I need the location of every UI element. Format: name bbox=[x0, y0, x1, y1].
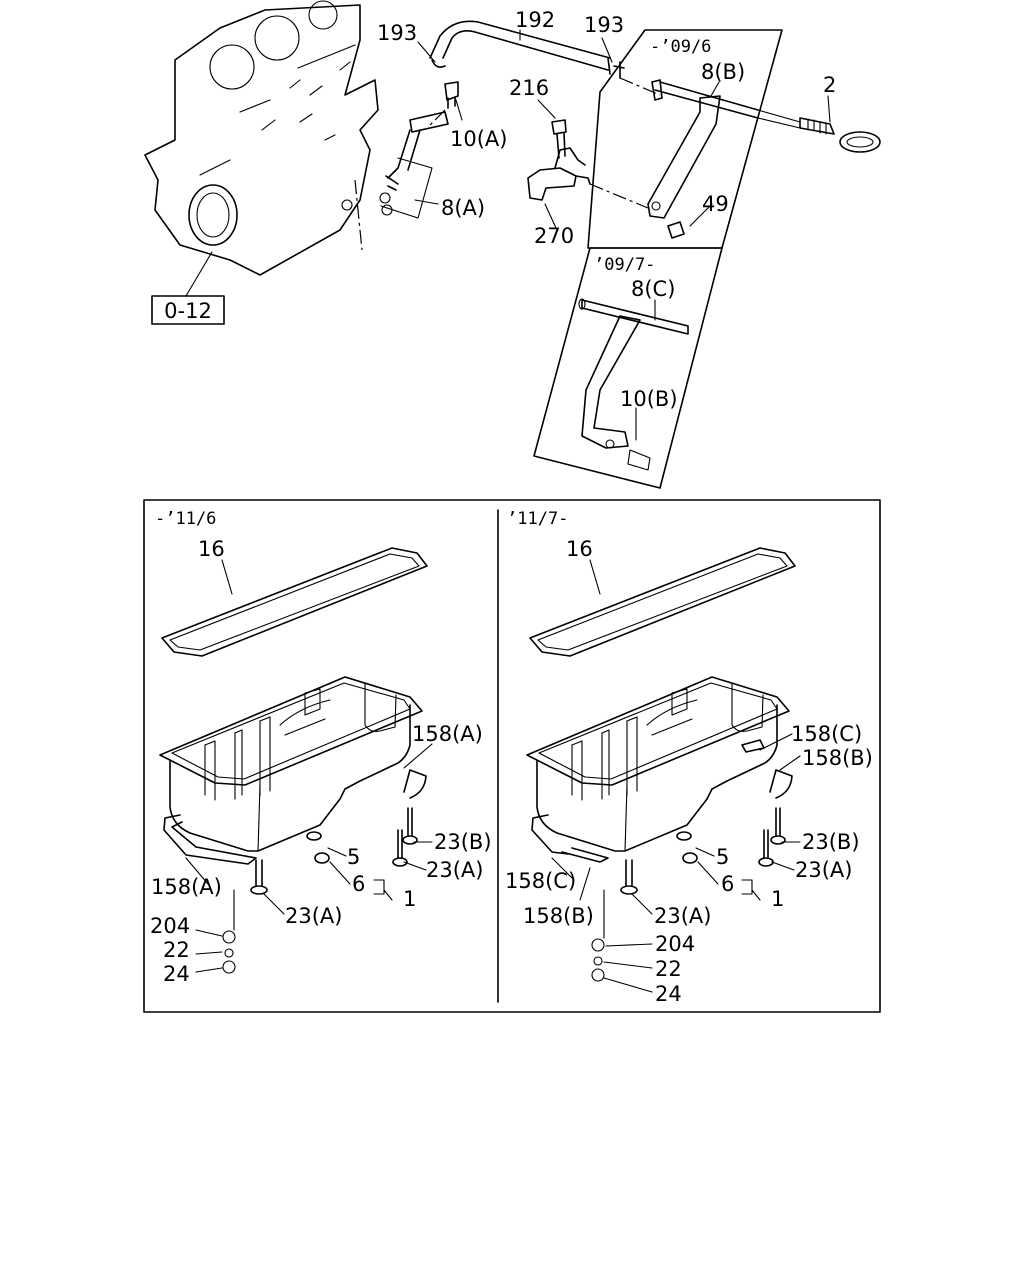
variant-early-frame bbox=[587, 29, 783, 249]
right-label-158c-top[interactable]: 158(C) bbox=[791, 722, 862, 746]
right-label-23a-right[interactable]: 23(A) bbox=[795, 858, 852, 882]
ref-box-frame bbox=[151, 295, 225, 325]
left-label-16[interactable]: 16 bbox=[198, 537, 225, 561]
right-label-23a-bottom[interactable]: 23(A) bbox=[654, 904, 711, 928]
right-gasket-16 bbox=[529, 547, 796, 657]
right-label-204[interactable]: 204 bbox=[655, 932, 695, 956]
left-label-158a-left[interactable]: 158(A) bbox=[151, 875, 222, 899]
label-10a[interactable]: 10(A) bbox=[450, 127, 507, 151]
variant-early-label: -’09/6 bbox=[650, 37, 711, 57]
left-label-6[interactable]: 6 bbox=[352, 872, 365, 896]
left-label-23a-right[interactable]: 23(A) bbox=[426, 858, 483, 882]
right-label-158b-left[interactable]: 158(B) bbox=[523, 904, 594, 928]
left-oil-pan-1 bbox=[159, 676, 423, 852]
right-oil-pan-1 bbox=[526, 676, 790, 852]
left-label-23b[interactable]: 23(B) bbox=[434, 830, 492, 854]
right-label-158b-top[interactable]: 158(B) bbox=[802, 746, 873, 770]
right-label-5[interactable]: 5 bbox=[716, 845, 729, 869]
label-193-left[interactable]: 193 bbox=[377, 21, 417, 45]
engine-block bbox=[144, 0, 379, 276]
right-label-1[interactable]: 1 bbox=[771, 887, 784, 911]
left-label-204[interactable]: 204 bbox=[150, 914, 190, 938]
right-label-24[interactable]: 24 bbox=[655, 982, 682, 1006]
label-49[interactable]: 49 bbox=[702, 192, 729, 216]
variant-late-label: ’09/7- bbox=[594, 255, 655, 275]
label-8c[interactable]: 8(C) bbox=[631, 277, 675, 301]
right-label-158c-left[interactable]: 158(C) bbox=[505, 869, 576, 893]
right-bolts bbox=[591, 807, 786, 982]
bracket-8c bbox=[578, 298, 689, 471]
left-label-22[interactable]: 22 bbox=[163, 938, 190, 962]
left-label-24[interactable]: 24 bbox=[163, 962, 190, 986]
pan-section-frame bbox=[143, 499, 881, 1013]
label-2[interactable]: 2 bbox=[823, 73, 836, 97]
dipstick-guide-tube-192 bbox=[379, 20, 625, 216]
label-270[interactable]: 270 bbox=[534, 224, 574, 248]
ref-box-label[interactable]: 0-12 bbox=[164, 299, 212, 323]
right-label-23b[interactable]: 23(B) bbox=[802, 830, 860, 854]
left-label-158a-top[interactable]: 158(A) bbox=[412, 722, 483, 746]
dipstick-2 bbox=[651, 79, 881, 153]
left-label-5[interactable]: 5 bbox=[347, 845, 360, 869]
right-gaskets-158 bbox=[531, 739, 793, 863]
right-label-22[interactable]: 22 bbox=[655, 957, 682, 981]
label-216[interactable]: 216 bbox=[509, 76, 549, 100]
label-193-right[interactable]: 193 bbox=[584, 13, 624, 37]
variant-late-frame bbox=[533, 247, 723, 489]
label-8a[interactable]: 8(A) bbox=[441, 196, 485, 220]
label-192[interactable]: 192 bbox=[515, 8, 555, 32]
right-label-16[interactable]: 16 bbox=[566, 537, 593, 561]
bracket-8b bbox=[647, 95, 721, 239]
right-label-6[interactable]: 6 bbox=[721, 872, 734, 896]
left-gasket-16 bbox=[161, 547, 428, 657]
right-period-label: ’11/7- bbox=[507, 509, 568, 529]
left-label-23a-bottom[interactable]: 23(A) bbox=[285, 904, 342, 928]
left-period-label: -’11/6 bbox=[155, 509, 216, 529]
left-label-1[interactable]: 1 bbox=[403, 887, 416, 911]
left-bolts bbox=[222, 807, 418, 974]
left-gaskets-158 bbox=[163, 769, 427, 865]
label-10b[interactable]: 10(B) bbox=[620, 387, 678, 411]
clip-270 bbox=[527, 119, 649, 209]
label-8b[interactable]: 8(B) bbox=[701, 60, 745, 84]
